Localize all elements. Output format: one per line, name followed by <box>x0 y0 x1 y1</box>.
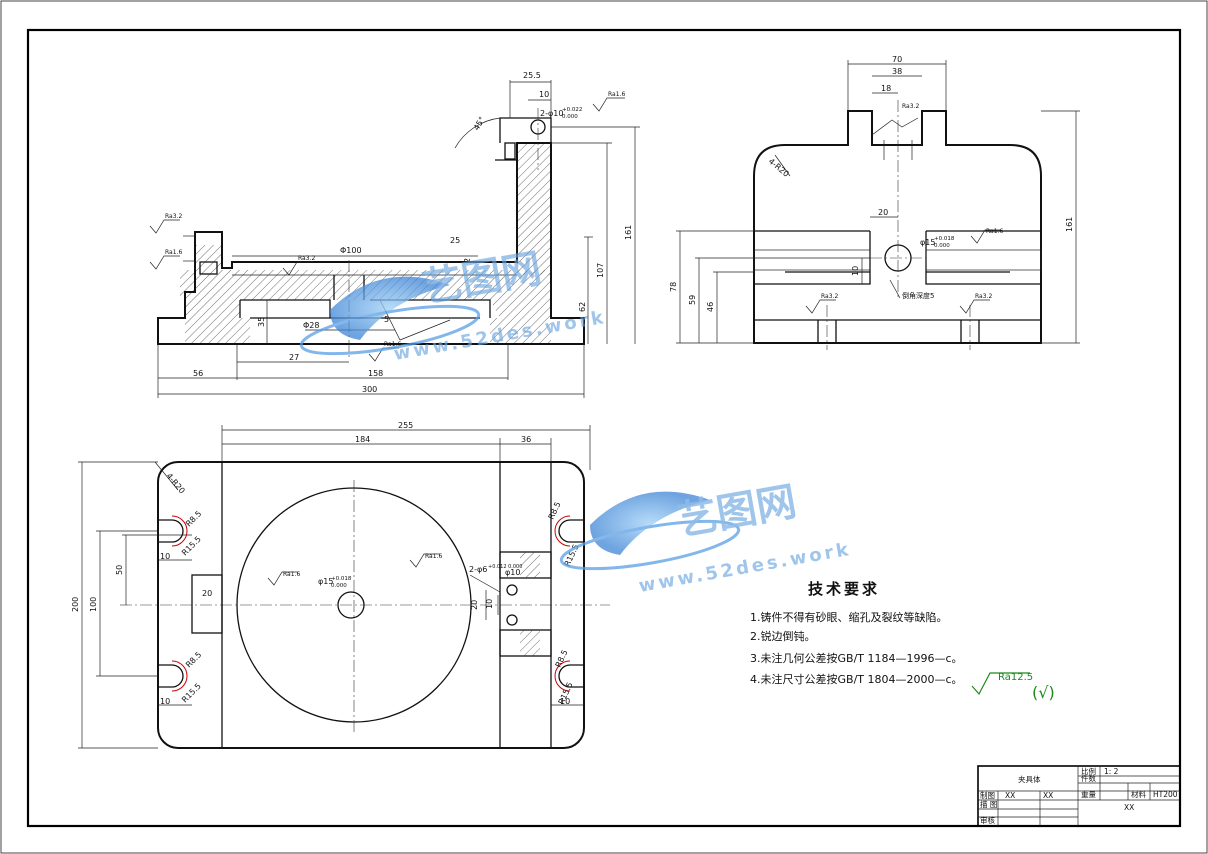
top-dim-184: 184 <box>355 435 370 444</box>
angle-45: 45° <box>472 115 487 132</box>
tb-drawn-date: XX <box>1043 791 1053 800</box>
side-dim-59: 59 <box>688 295 697 305</box>
top-holes-tol: +0.012 0.000 <box>488 564 522 570</box>
dim-2: 2 <box>463 258 472 263</box>
tech-req-item-1: 1.铸件不得有砂眼、缩孔及裂纹等缺陷。 <box>750 610 948 624</box>
dim-56: 56 <box>193 369 203 378</box>
side-phi15: φ15 <box>920 238 935 247</box>
side-dim-20: 20 <box>878 208 888 217</box>
ra-bottom: Ra3.2 <box>298 255 315 262</box>
side-ra-br: Ra3.2 <box>975 293 992 300</box>
top-dim-100: 100 <box>89 597 98 612</box>
ra-left-2: Ra1.6 <box>165 249 182 256</box>
tb-scale-value: 1: 2 <box>1104 767 1119 776</box>
hole-tol-upper: +0.022 <box>562 107 582 113</box>
dim-300: 300 <box>362 385 377 394</box>
dim-25-5: 25.5 <box>523 71 541 80</box>
general-roughness-symbol <box>971 672 1030 696</box>
side-note-chamfer: 倒角深度5 <box>902 291 934 300</box>
watermark-brand-2: 艺图网 <box>674 479 800 545</box>
tech-req-item-2: 2.锐边倒钝。 <box>750 629 816 643</box>
top-ra-1: Ra1.6 <box>283 571 300 578</box>
dim-161: 161 <box>624 225 633 240</box>
top-dim-10v: 10 <box>485 599 494 609</box>
top-ra-2: Ra1.6 <box>425 553 442 560</box>
side-dim-78: 78 <box>669 282 678 292</box>
tb-part-name: 夹具体 <box>1018 774 1041 784</box>
top-view: 255 184 36 4-R20 200 100 50 20 R8.5 R15.… <box>71 421 610 749</box>
side-phi15-upper: +0.018 <box>934 236 955 242</box>
tb-design-label: 描 图 <box>980 799 997 809</box>
top-dim-10-a: 10 <box>160 552 170 561</box>
top-dim-10-c: 10 <box>560 697 570 706</box>
top-r8-5-c: R8.5 <box>547 500 563 520</box>
top-dim-200: 200 <box>71 597 80 612</box>
tb-count-label: 件数 <box>1081 773 1097 783</box>
dim-10: 10 <box>539 90 549 99</box>
top-holes: 2-φ6 <box>469 565 487 574</box>
side-ra-top: Ra3.2 <box>902 103 919 110</box>
general-roughness-value: Ra12.5 <box>998 672 1033 683</box>
side-ra-right: Ra1.6 <box>986 228 1003 235</box>
dim-158: 158 <box>368 369 383 378</box>
tb-material-label: 材料 <box>1131 789 1147 799</box>
tb-drawn-label: 制图 <box>980 790 995 800</box>
tb-org: XX <box>1124 803 1134 812</box>
tb-check-label: 审核 <box>980 815 995 825</box>
side-dim-38: 38 <box>892 67 902 76</box>
tb-weight-label: 重量 <box>1081 790 1097 799</box>
tech-req-item-4: 4.未注尺寸公差按GB/T 1804—2000—c。 <box>750 672 963 686</box>
side-phi15-lower: 0.000 <box>934 243 950 249</box>
dim-107: 107 <box>596 263 605 278</box>
top-r8-5-b: R8.5 <box>184 650 203 669</box>
globe-logo-icon <box>330 276 450 340</box>
globe-logo-icon-2 <box>590 491 710 555</box>
side-dim-18: 18 <box>881 84 891 93</box>
top-phi15: φ15 <box>318 577 333 586</box>
top-holes-cb: φ10 <box>505 568 520 577</box>
tb-material-value: HT200 <box>1153 790 1178 799</box>
hole-callout: 2-φ10 <box>540 109 563 118</box>
top-dim-20v: 20 <box>470 600 479 610</box>
tb-drawn-name: XX <box>1005 791 1015 800</box>
ra-left-1: Ra3.2 <box>165 213 182 220</box>
top-dim-10-b: 10 <box>160 697 170 706</box>
side-dim-46: 46 <box>706 302 715 312</box>
front-view: 25.5 10 2-φ10 +0.022 0.000 45° Ra1.6 Ra3… <box>149 71 640 398</box>
general-roughness-suffix: (√) <box>1032 683 1055 702</box>
top-dim-50: 50 <box>115 565 124 575</box>
dim-62: 62 <box>578 302 587 312</box>
dim-5: 5 <box>384 315 389 324</box>
dim-35: 35 <box>257 317 266 327</box>
top-r15-5-a: R15.5 <box>180 535 203 558</box>
side-dim-10: 10 <box>851 266 860 276</box>
title-block: 夹具体 比例 1: 2 件数 重量 材料 HT200 制图 XX XX 描 图 … <box>977 765 1181 827</box>
tech-req-item-3: 3.未注几何公差按GB/T 1184—1996—c。 <box>750 651 963 665</box>
top-dim-36: 36 <box>521 435 531 444</box>
watermark-1: 艺图网 www.52des.work <box>299 246 608 365</box>
technical-requirements: 技术要求 1.铸件不得有砂眼、缩孔及裂纹等缺陷。 2.锐边倒钝。 3.未注几何公… <box>750 580 1055 702</box>
side-dim-161: 161 <box>1065 217 1074 232</box>
dim-phi28: Φ28 <box>303 321 319 330</box>
dim-phi100: Φ100 <box>340 246 362 255</box>
top-phi15-upper: +0.018 <box>331 576 352 582</box>
tech-req-title: 技术要求 <box>808 580 880 598</box>
top-dim-255: 255 <box>398 421 413 430</box>
top-r8-5-a: R8.5 <box>184 509 203 528</box>
top-r-corner: 4-R20 <box>164 472 186 496</box>
hole-tol-lower: 0.000 <box>562 114 578 120</box>
dim-25: 25 <box>450 236 460 245</box>
top-phi15-lower: 0.000 <box>331 583 347 589</box>
side-view: 70 38 18 Ra3.2 4-R20 20 φ15 +0.018 0.000… <box>669 55 1080 350</box>
ra-pad: Ra1.6 <box>384 341 401 348</box>
side-dim-70: 70 <box>892 55 902 64</box>
ra-top: Ra1.6 <box>608 91 625 98</box>
top-dim-20: 20 <box>202 589 212 598</box>
sheet-frame <box>26 28 1182 828</box>
side-ra-bl: Ra3.2 <box>821 293 838 300</box>
tb-scale-label: 比例 <box>1081 766 1096 776</box>
dim-27: 27 <box>289 353 299 362</box>
